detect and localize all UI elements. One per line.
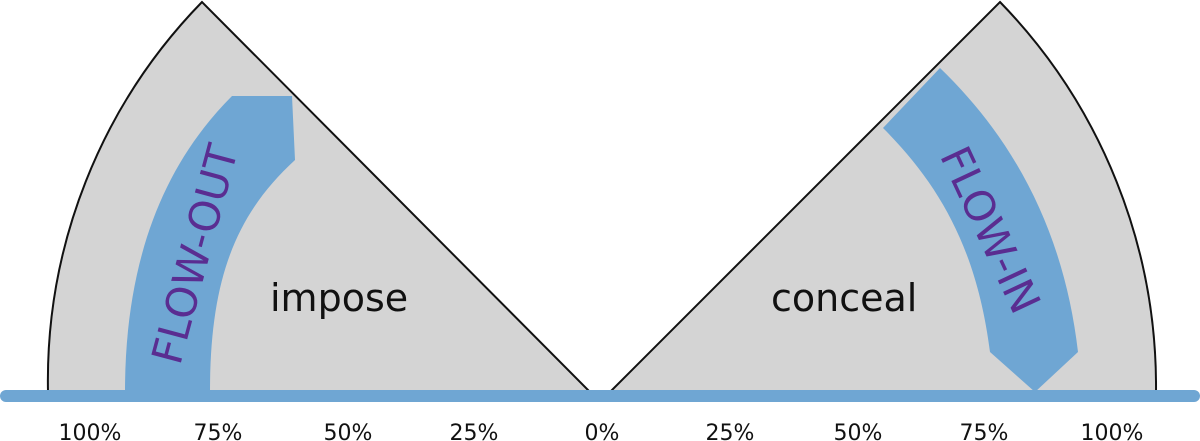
tick-label-left-0: 100% (59, 421, 122, 441)
tick-label-left-2: 50% (324, 421, 373, 441)
tick-label-right-3: 100% (1081, 421, 1144, 441)
impose-label: impose (270, 276, 408, 320)
tick-label-right-1: 50% (834, 421, 883, 441)
tick-label-right-0: 25% (706, 421, 755, 441)
tick-label-center: 0% (585, 421, 620, 441)
tick-label-left-3: 25% (450, 421, 499, 441)
tick-label-right-2: 75% (960, 421, 1009, 441)
tick-label-left-1: 75% (194, 421, 243, 441)
flow-in-arrow (883, 68, 1078, 392)
conceal-label: conceal (771, 276, 917, 320)
flow-out-arrow (125, 96, 295, 392)
